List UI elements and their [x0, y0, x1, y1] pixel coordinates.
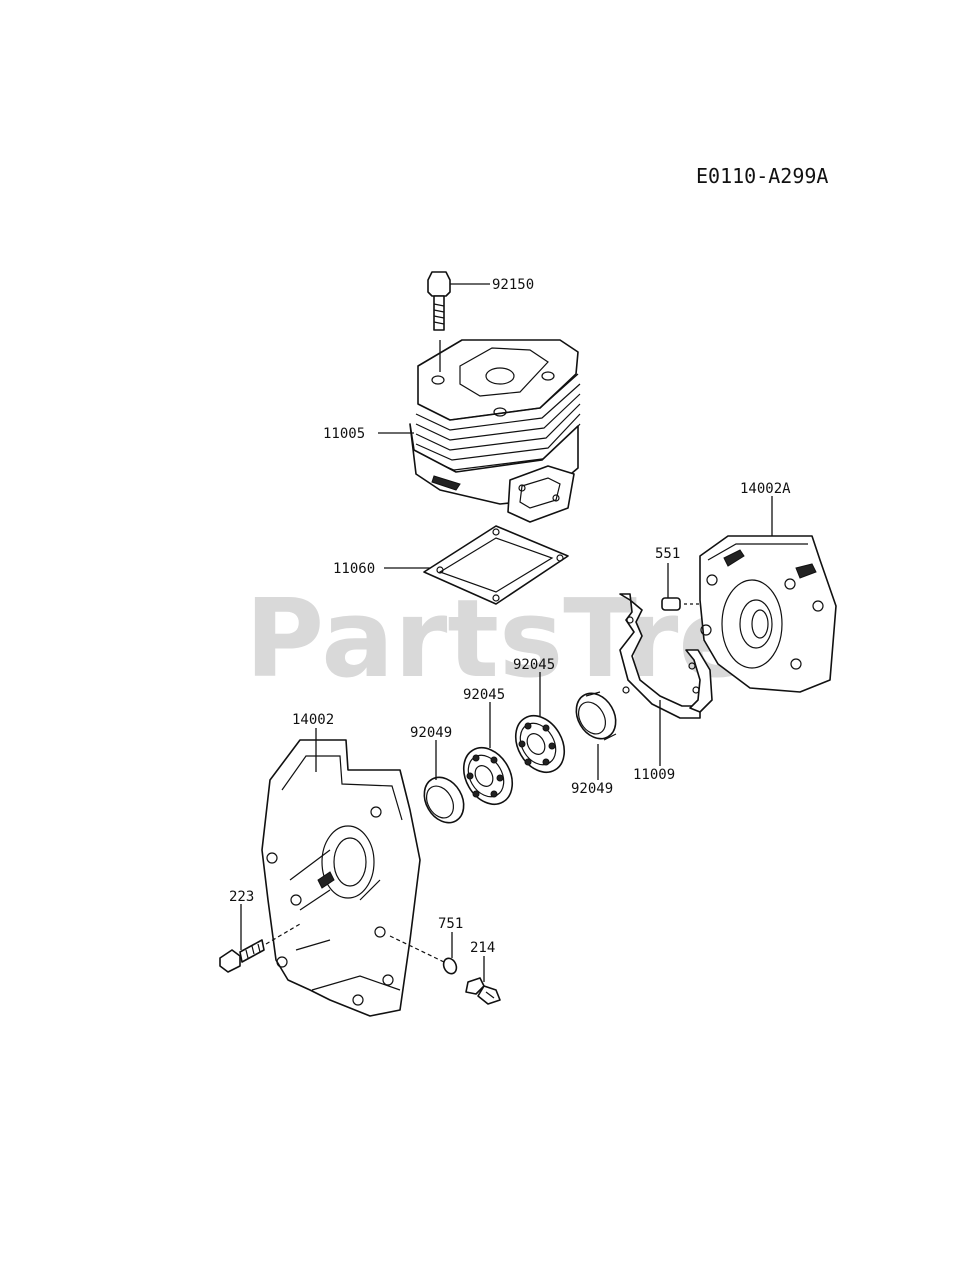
- callout-11060[interactable]: 11060: [333, 561, 375, 577]
- screw-223-part[interactable]: [219, 923, 301, 973]
- callout-551[interactable]: 551: [655, 546, 680, 562]
- pin-551-part[interactable]: [661, 597, 700, 611]
- crankcase-half-14002-part[interactable]: [261, 739, 421, 1017]
- callout-92049-right[interactable]: 92049: [571, 781, 613, 797]
- bolt-214-part[interactable]: [465, 977, 501, 1005]
- callout-14002a[interactable]: 14002A: [740, 481, 791, 497]
- callout-92049-left[interactable]: 92049: [410, 725, 452, 741]
- crankcase-half-14002a-part[interactable]: [699, 535, 837, 693]
- callout-11009[interactable]: 11009: [633, 767, 675, 783]
- bearing-92045-right-part[interactable]: [506, 707, 574, 781]
- gasket-11009-part[interactable]: [619, 593, 713, 719]
- callout-223[interactable]: 223: [229, 889, 254, 905]
- bearing-92045-left-part[interactable]: [454, 739, 522, 813]
- callout-214[interactable]: 214: [470, 940, 495, 956]
- bolt-92150-part[interactable]: [427, 271, 451, 331]
- callout-11005[interactable]: 11005: [323, 426, 365, 442]
- cylinder-11005-part[interactable]: [409, 339, 581, 523]
- gasket-11060-part[interactable]: [423, 525, 569, 605]
- oil-seal-92049-right-part[interactable]: [568, 686, 623, 746]
- leader-lines: [240, 283, 773, 982]
- callout-92045-upper[interactable]: 92045: [513, 657, 555, 673]
- oil-seal-92049-left-part[interactable]: [416, 770, 471, 830]
- diagram-code: E0110-A299A: [696, 164, 828, 188]
- callout-751[interactable]: 751: [438, 916, 463, 932]
- washer-751-part[interactable]: [389, 935, 459, 976]
- callout-92045-lower[interactable]: 92045: [463, 687, 505, 703]
- callout-14002[interactable]: 14002: [292, 712, 334, 728]
- callout-92150[interactable]: 92150: [492, 277, 534, 293]
